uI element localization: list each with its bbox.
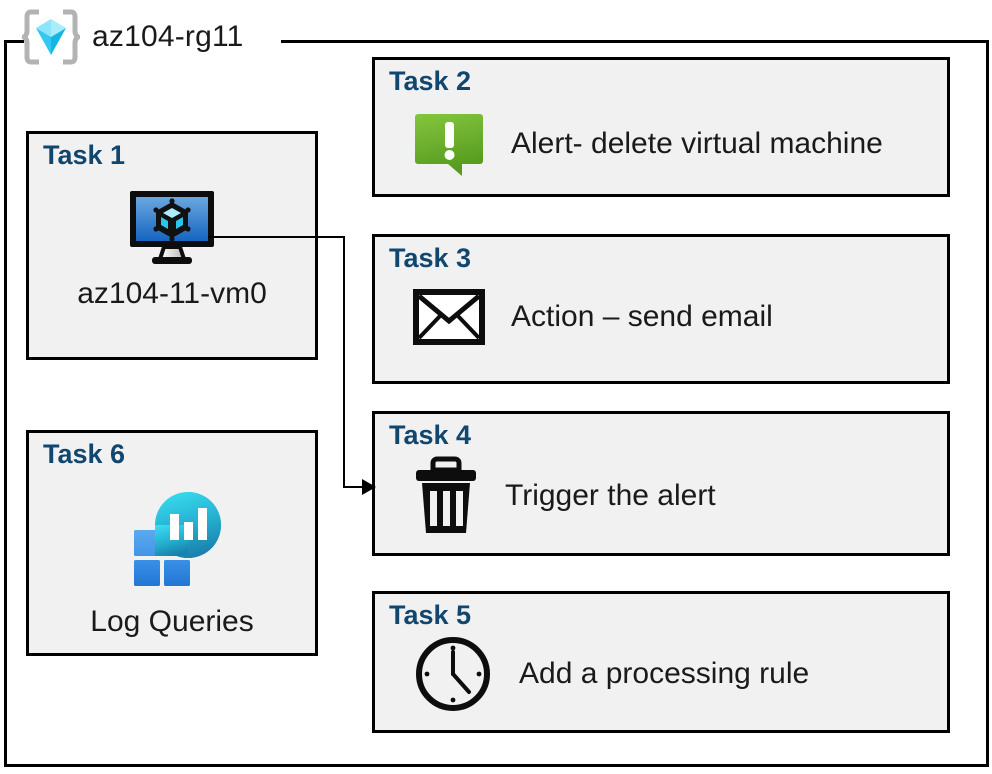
- resource-group-frame-bottom: [4, 764, 989, 767]
- resource-group-frame-left: [4, 40, 7, 767]
- task3-label: Action – send email: [511, 300, 773, 333]
- task6-icon-wrapper: [29, 488, 315, 588]
- task1-icon-wrapper: [29, 189, 315, 267]
- task5-card[interactable]: Task 5 Add a processing rule: [372, 591, 950, 733]
- task4-title: Task 4: [389, 420, 472, 450]
- task2-content-row: Alert- delete virtual machine: [413, 108, 883, 180]
- task2-card[interactable]: Task 2 Alert- delete virtual machine: [372, 57, 950, 197]
- resource-group-frame-top: [281, 40, 989, 43]
- task1-card[interactable]: Task 1: [26, 131, 318, 360]
- task2-label: Alert- delete virtual machine: [511, 127, 883, 160]
- resource-group-frame-top-left-stub: [4, 40, 24, 43]
- task4-card[interactable]: Task 4 Trigger the alert: [372, 411, 950, 556]
- envelope-icon: [413, 289, 485, 345]
- arrow-head-right-icon: [362, 479, 376, 495]
- clock-icon: [416, 637, 490, 711]
- task1-caption: az104-11-vm0: [77, 277, 267, 310]
- alert-exclamation-bubble-icon: [415, 114, 483, 176]
- log-analytics-icon: [134, 492, 221, 586]
- task6-title: Task 6: [43, 439, 126, 469]
- resource-group-frame-right: [986, 40, 989, 767]
- resource-group-name: az104-rg11: [92, 20, 244, 53]
- task5-content-row: Add a processing rule: [413, 634, 809, 714]
- task4-label: Trigger the alert: [505, 479, 716, 512]
- connector-segment-vertical: [343, 236, 345, 488]
- resource-group-cube-icon: [22, 9, 80, 65]
- task6-caption: Log Queries: [90, 605, 254, 638]
- connector-segment-horizontal-top: [208, 236, 345, 238]
- connector-segment-horizontal-bottom: [343, 486, 367, 488]
- task3-card[interactable]: Task 3 Action – send email: [372, 234, 950, 384]
- task3-title: Task 3: [389, 243, 472, 273]
- task4-content-row: Trigger the alert: [413, 456, 716, 536]
- resource-group-header: az104-rg11: [22, 4, 244, 70]
- task3-content-row: Action – send email: [413, 289, 773, 345]
- task6-card[interactable]: Task 6: [26, 430, 318, 656]
- task2-title: Task 2: [389, 66, 472, 96]
- task5-title: Task 5: [389, 600, 472, 630]
- trash-can-icon: [416, 456, 476, 533]
- virtual-machine-icon: [130, 191, 214, 264]
- task1-title: Task 1: [43, 140, 126, 170]
- task5-label: Add a processing rule: [519, 657, 810, 690]
